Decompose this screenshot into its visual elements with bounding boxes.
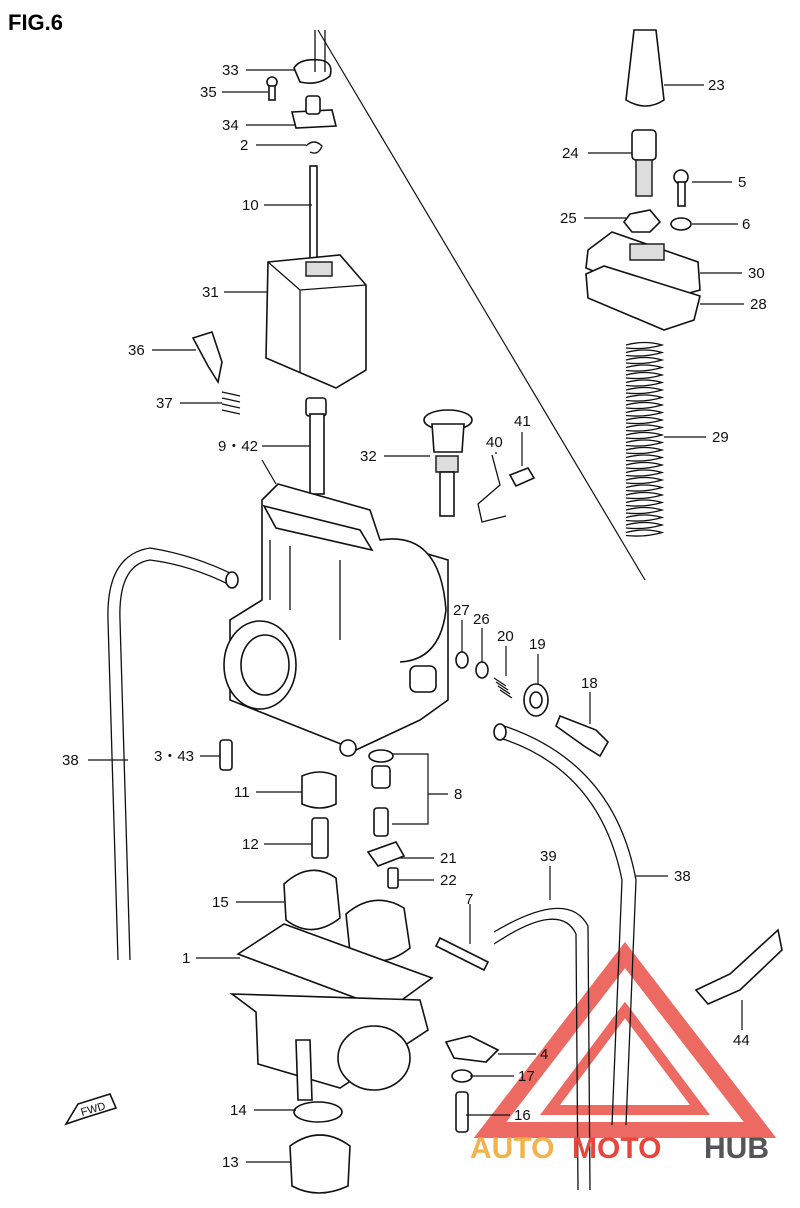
figure-title: FIG.6	[8, 10, 63, 35]
callout-41: 41	[514, 413, 531, 430]
callout-6: 6	[742, 216, 750, 233]
part-33	[293, 58, 332, 84]
callout-36: 36	[128, 342, 145, 359]
callout-35: 35	[200, 84, 217, 101]
callout-38-left: 38	[62, 752, 79, 769]
fwd-arrow: FWD	[64, 1093, 118, 1126]
callout-2: 2	[240, 137, 248, 154]
callout-26: 26	[473, 611, 490, 628]
callout-24: 24	[562, 145, 579, 162]
side-parts-group	[423, 409, 536, 523]
callout-25: 25	[560, 210, 577, 227]
callout-18: 18	[581, 675, 598, 692]
callout-10: 10	[242, 197, 259, 214]
jets-group	[219, 739, 406, 889]
callout-44: 44	[733, 1032, 750, 1049]
callout-29: 29	[712, 429, 729, 446]
float-bowl-group	[229, 869, 783, 1194]
callout-22: 22	[440, 872, 457, 889]
watermark-hub: HUB	[704, 1132, 769, 1165]
callout-33: 33	[222, 62, 239, 79]
needle-jet-group	[305, 397, 327, 495]
callout-4: 4	[540, 1046, 548, 1063]
callout-39: 39	[540, 848, 557, 865]
throttle-linkage-group	[265, 30, 367, 389]
callout-15: 15	[212, 894, 229, 911]
callout-labels: 33 35 34 2 10 31 36 37 9・42 32 40 41 23 …	[62, 62, 767, 1171]
callout-19: 19	[529, 636, 546, 653]
callout-16: 16	[514, 1107, 531, 1124]
callout-20: 20	[497, 628, 514, 645]
callout-23: 23	[708, 77, 725, 94]
frame-line-diagonal	[317, 29, 646, 581]
callout-11: 11	[234, 784, 250, 801]
callout-1: 1	[182, 950, 190, 967]
watermark-text: AUTO MOTO HUB	[470, 1132, 769, 1165]
callout-8: 8	[454, 786, 462, 803]
pilot-screw-group	[191, 331, 241, 415]
spring-coil	[625, 341, 665, 537]
callout-31: 31	[202, 284, 219, 301]
callout-12: 12	[242, 836, 259, 853]
callout-13: 13	[222, 1154, 239, 1171]
throttle-valve-spring	[625, 341, 665, 537]
callout-21: 21	[440, 850, 457, 867]
watermark-moto: MOTO	[572, 1132, 661, 1165]
watermark-auto: AUTO	[470, 1132, 554, 1165]
hoses-group	[107, 547, 637, 1191]
idle-adjust-group	[455, 651, 609, 758]
callout-27: 27	[453, 602, 470, 619]
callout-7: 7	[465, 891, 473, 908]
callout-34: 34	[222, 117, 239, 134]
callout-5: 5	[738, 174, 746, 191]
watermark-logo	[473, 941, 777, 1138]
leader-lines	[88, 69, 744, 1163]
callout-37: 37	[156, 395, 173, 412]
callout-30: 30	[748, 265, 765, 282]
cable-adjuster-group	[585, 29, 701, 331]
callout-40: 40	[486, 434, 503, 451]
carburetor-body	[223, 483, 449, 757]
callout-38-right: 38	[674, 868, 691, 885]
callout-17: 17	[518, 1068, 535, 1085]
callout-32: 32	[360, 448, 377, 465]
callout-3-43: 3・43	[154, 748, 194, 765]
callout-28: 28	[750, 296, 767, 313]
callout-14: 14	[230, 1102, 247, 1119]
callout-9-42: 9・42	[218, 438, 258, 455]
